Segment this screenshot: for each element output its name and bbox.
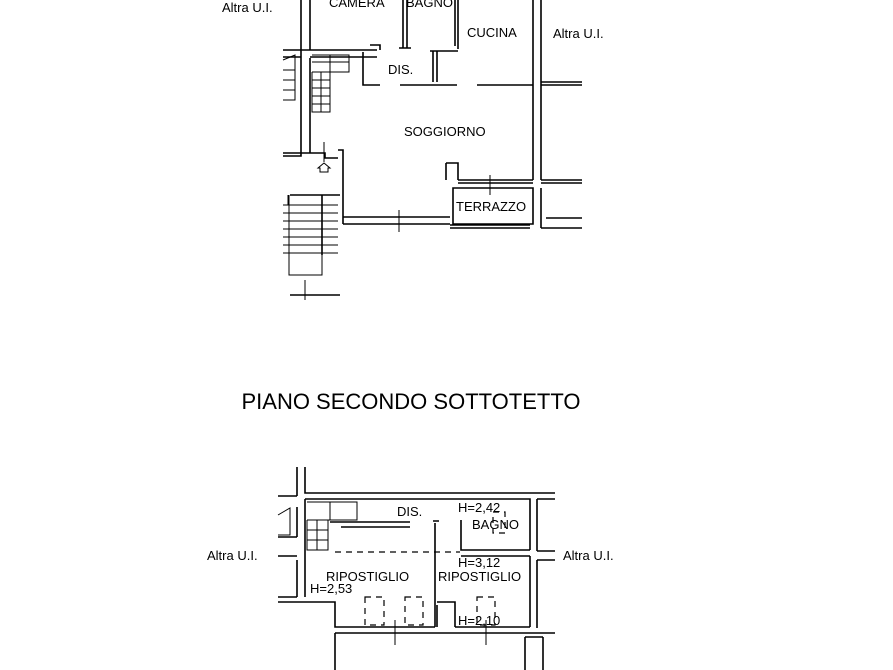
label-altra-ui-upper-right: Altra U.I.: [553, 26, 604, 41]
label-height-bottom-right: H=2,10: [458, 613, 500, 628]
label-altra-ui-upper-left: Altra U.I.: [222, 0, 273, 15]
upper-plan-walls: [283, 0, 582, 296]
label-bagno-lower: BAGNO: [472, 517, 519, 532]
label-height-ripostiglio-left: H=2,53: [310, 581, 352, 596]
label-terrazzo: TERRAZZO: [456, 199, 526, 214]
label-soggiorno: SOGGIORNO: [404, 124, 486, 139]
label-dis-upper: DIS.: [388, 62, 413, 77]
label-height-ripostiglio-right: H=3,12: [458, 555, 500, 570]
label-cucina: CUCINA: [467, 25, 517, 40]
lower-plan-walls: [278, 467, 555, 670]
label-camera: CAMERA: [329, 0, 385, 10]
section-title: PIANO SECONDO SOTTOTETTO: [241, 389, 580, 414]
upper-plan-stairs: [282, 54, 491, 300]
label-ripostiglio-right: RIPOSTIGLIO: [438, 569, 521, 584]
label-altra-ui-lower-right: Altra U.I.: [563, 548, 614, 563]
lower-plan-labels: DIS. H=2,42 BAGNO Altra U.I. Altra U.I. …: [207, 500, 614, 628]
lower-plan-details: [277, 501, 506, 645]
label-dis-lower: DIS.: [397, 504, 422, 519]
upper-plan-labels: Altra U.I. CAMERA BAGNO CUCINA Altra U.I…: [222, 0, 604, 214]
label-bagno-upper: BAGNO: [406, 0, 453, 10]
label-ripostiglio-left: RIPOSTIGLIO: [326, 569, 409, 584]
label-height-bagno: H=2,42: [458, 500, 500, 515]
label-altra-ui-lower-left: Altra U.I.: [207, 548, 258, 563]
